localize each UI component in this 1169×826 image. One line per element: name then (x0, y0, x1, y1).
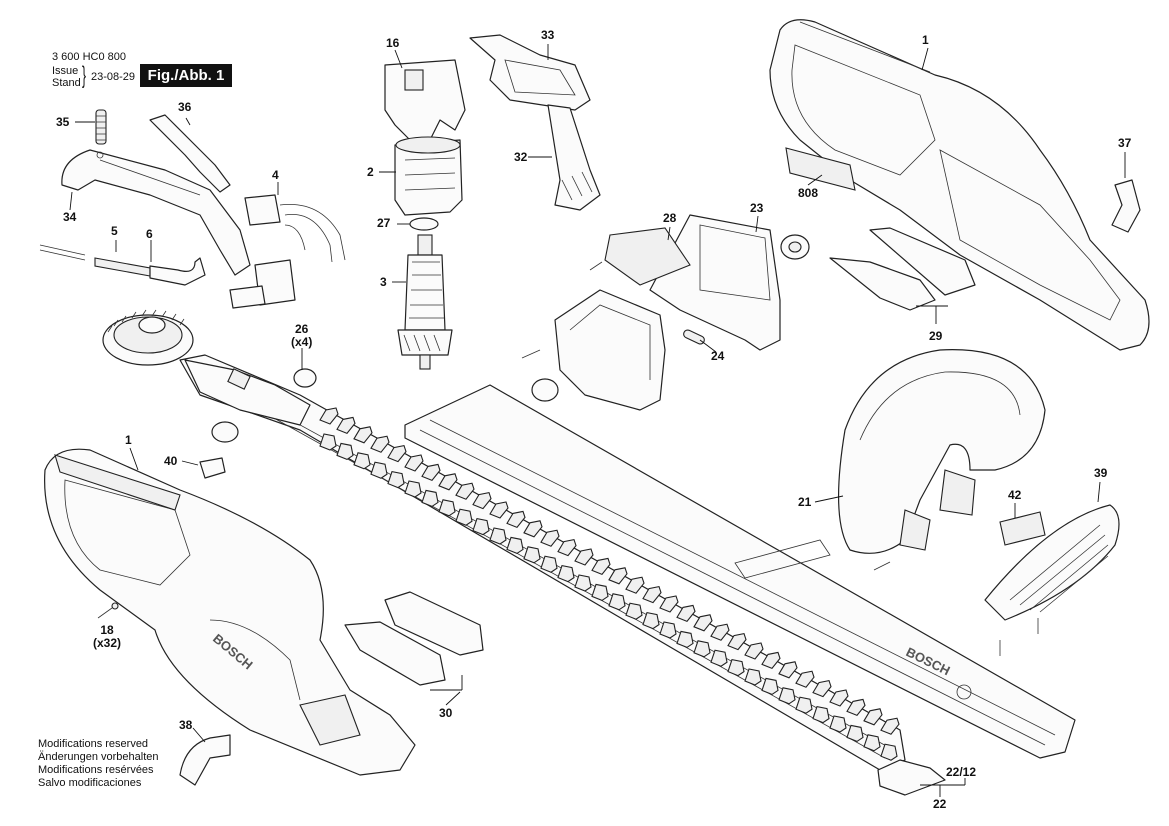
housing-half-bottom: BOSCH (44, 448, 416, 776)
part-label-38: 38 (179, 718, 193, 732)
part-label-3: 3 (380, 275, 387, 289)
part-label-28: 28 (663, 211, 677, 225)
part-label-1-bottom: 1 (125, 433, 132, 447)
note-line: Modifications reserved (38, 738, 149, 750)
hand-guard (837, 349, 1046, 554)
part-label-40: 40 (164, 454, 178, 468)
motor-group (384, 59, 466, 370)
vent-cover (984, 504, 1120, 621)
switch-lever (149, 114, 231, 193)
part-label-16: 16 (386, 36, 400, 50)
front-handle-bow (469, 34, 601, 211)
label-808 (785, 147, 856, 191)
issue-brace: } (82, 62, 87, 89)
part-label-30: 30 (439, 706, 453, 720)
part-label-5: 5 (111, 224, 118, 238)
part-label-22-12: 22/12 (946, 765, 977, 779)
part-label-35: 35 (56, 115, 70, 129)
blade-cover: BOSCH (404, 384, 1076, 759)
modification-notes: Modifications reserved Änderungen vorbeh… (38, 738, 158, 790)
gearbox (521, 214, 810, 411)
blade-teeth-upper (319, 407, 900, 735)
part-label-24: 24 (711, 349, 725, 363)
leader-lines (69, 44, 1126, 797)
part-label-33: 33 (541, 28, 555, 42)
part-label-1-top: 1 (922, 33, 929, 47)
part-label-26: 26 (x4) (291, 322, 313, 349)
part-label-18: 18 (x32) (93, 623, 122, 650)
model-number: 3 600 HC0 800 (52, 51, 126, 63)
issue-label: Issue Stand (52, 65, 81, 89)
part-label-36: 36 (178, 100, 192, 114)
housing-half-top (769, 19, 1150, 351)
part-label-39: 39 (1094, 466, 1108, 480)
gasket (604, 227, 691, 286)
part-label-23: 23 (750, 201, 764, 215)
note-line: Salvo modificaciones (38, 777, 142, 789)
part-label-6: 6 (146, 227, 153, 241)
issue-date: 23-08-29 (91, 71, 136, 83)
note-line: Modifications resérvées (38, 764, 154, 776)
blade-teeth-lower (319, 433, 898, 761)
note-line: Änderungen vorbehalten (38, 751, 159, 763)
power-cable (39, 244, 206, 286)
switch-assembly (229, 194, 346, 309)
blade-assembly (102, 309, 946, 796)
part-label-37: 37 (1118, 136, 1132, 150)
part-label-808: 808 (798, 186, 819, 200)
label-42 (999, 511, 1046, 546)
part-label-34: 34 (63, 210, 77, 224)
part-label-42: 42 (1008, 488, 1022, 502)
part-label-22: 22 (933, 797, 947, 811)
part-label-27: 27 (377, 216, 391, 230)
part-label-21: 21 (798, 495, 812, 509)
small-parts (179, 179, 1141, 786)
figure-badge: Fig./Abb. 1 (140, 64, 232, 87)
switch-handle (61, 109, 251, 276)
part-label-4: 4 (272, 168, 279, 182)
spring (95, 109, 107, 145)
part-label-2: 2 (367, 165, 374, 179)
part-label-32: 32 (514, 150, 528, 164)
part-label-29: 29 (929, 329, 943, 343)
screws (97, 561, 1039, 656)
blade-tip-guard (877, 759, 946, 796)
